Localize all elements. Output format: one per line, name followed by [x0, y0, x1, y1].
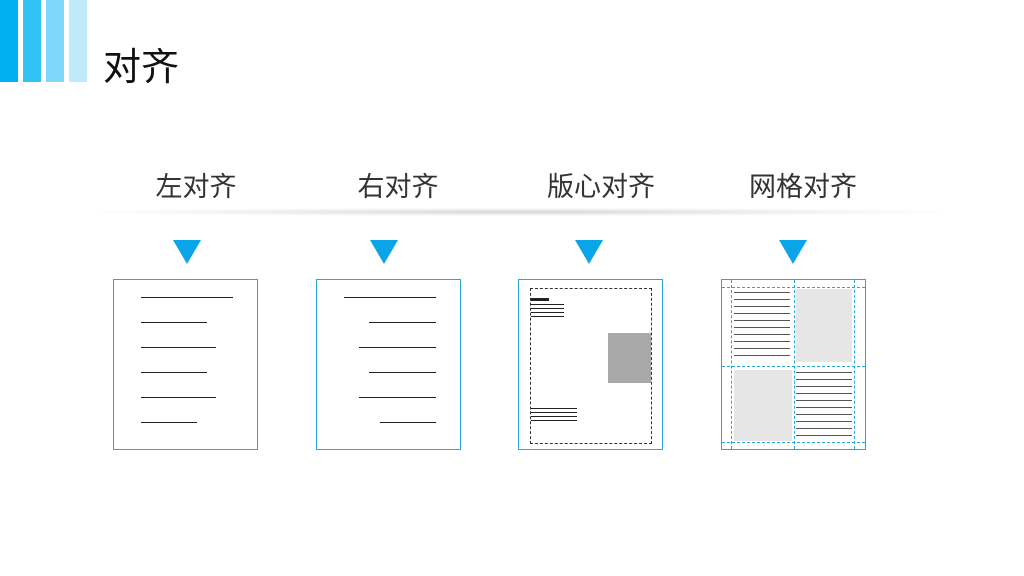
text-line [734, 306, 790, 307]
text-line [734, 348, 790, 349]
text-line [344, 297, 436, 298]
text-line [359, 347, 436, 348]
text-line [141, 347, 216, 348]
grid-guide-vertical [854, 280, 855, 449]
label-left-align: 左对齐 [155, 172, 237, 203]
down-arrow-icon [575, 240, 603, 264]
divider [100, 208, 940, 216]
down-arrow-icon [173, 240, 201, 264]
text-line [734, 313, 790, 314]
text-line [141, 297, 233, 298]
type-area-boundary [530, 288, 652, 444]
label-right-align: 右对齐 [357, 172, 439, 203]
decor-bar-3 [46, 0, 64, 82]
text-line [531, 312, 564, 313]
grid-guide-horizontal [722, 366, 865, 367]
text-line [796, 379, 852, 380]
text-line [796, 400, 852, 401]
grid-guide-vertical [731, 280, 732, 449]
text-line [796, 372, 852, 373]
label-grid-align: 网格对齐 [749, 172, 857, 203]
text-line [796, 421, 852, 422]
image-block [608, 333, 651, 383]
heading-line [531, 298, 549, 301]
label-type-area-align: 版心对齐 [547, 172, 655, 203]
slide-title: 对齐 [103, 45, 180, 89]
text-line [734, 341, 790, 342]
text-line [796, 428, 852, 429]
text-line [531, 420, 577, 421]
text-line [734, 320, 790, 321]
text-line [531, 412, 577, 413]
down-arrow-icon [779, 240, 807, 264]
decor-bar-1 [0, 0, 18, 82]
text-line [141, 422, 197, 423]
text-line [734, 334, 790, 335]
right-align-diagram [316, 279, 461, 450]
text-line [369, 372, 436, 373]
text-line [796, 414, 852, 415]
text-line [141, 372, 207, 373]
text-line [531, 308, 564, 309]
text-line [734, 327, 790, 328]
text-line [796, 435, 852, 436]
text-line [531, 316, 564, 317]
image-block [734, 370, 792, 441]
text-line [734, 292, 790, 293]
grid-guide-horizontal [722, 287, 865, 288]
grid-guide-vertical [794, 280, 795, 449]
text-line [359, 397, 436, 398]
decor-bar-4 [69, 0, 87, 82]
text-line [141, 322, 207, 323]
left-align-diagram [113, 279, 258, 450]
text-line [796, 386, 852, 387]
text-line [734, 299, 790, 300]
text-line [380, 422, 436, 423]
text-line [531, 408, 577, 409]
text-line [531, 416, 577, 417]
text-line [369, 322, 436, 323]
text-line [531, 304, 564, 305]
grid-align-diagram [721, 279, 866, 450]
text-line [796, 407, 852, 408]
type-area-align-diagram [518, 279, 663, 450]
text-line [734, 355, 790, 356]
decor-bar-2 [23, 0, 41, 82]
image-block [796, 289, 852, 362]
grid-guide-horizontal [722, 442, 865, 443]
text-line [796, 393, 852, 394]
down-arrow-icon [370, 240, 398, 264]
text-line [141, 397, 216, 398]
